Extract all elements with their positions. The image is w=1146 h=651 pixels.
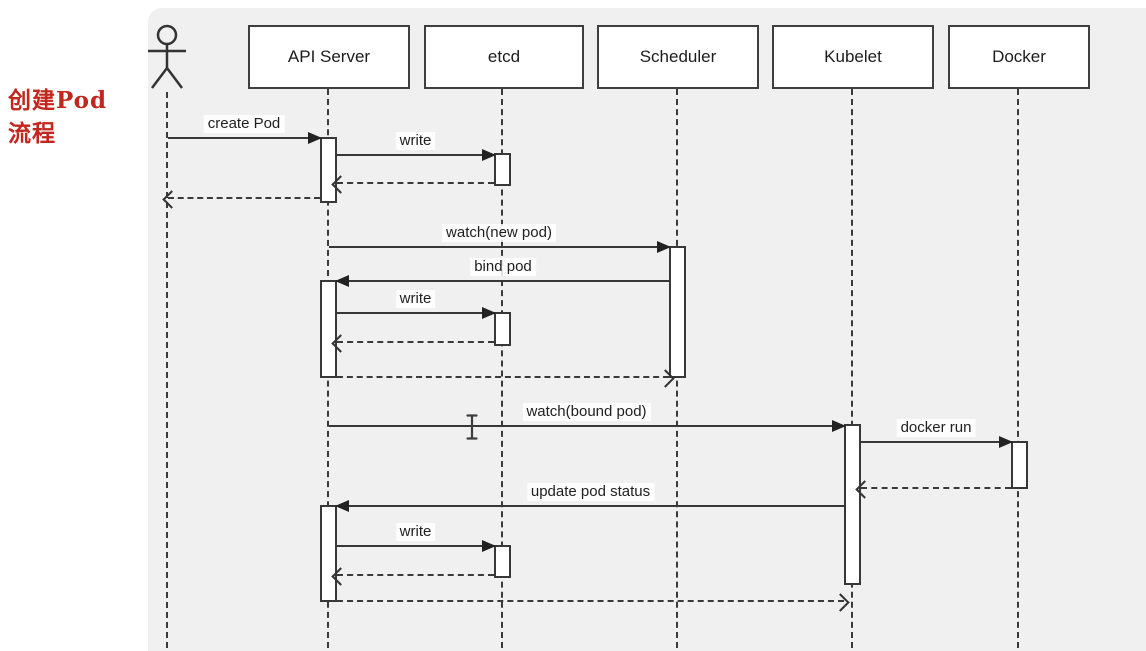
activation-kubelet-1 <box>844 424 861 585</box>
participant-kubelet-label: Kubelet <box>824 47 882 66</box>
message-watch-new-pod-label: watch(new pod) <box>442 224 556 242</box>
activation-api-server-1 <box>320 137 337 203</box>
lifeline-etcd <box>501 89 503 648</box>
message-write-3-line <box>337 545 494 547</box>
participant-etcd-label: etcd <box>487 47 521 66</box>
participant-kubelet: Kubelet <box>772 25 934 89</box>
lifeline-user <box>166 92 168 648</box>
arrowhead-filled-right-icon <box>999 436 1013 448</box>
message-write-2-line <box>337 312 494 314</box>
activation-docker-1 <box>1011 441 1028 489</box>
activation-etcd-2 <box>494 312 511 346</box>
message-bind-pod-label: bind pod <box>470 258 536 276</box>
activation-api-server-3 <box>320 505 337 602</box>
arrowhead-filled-right-icon <box>482 307 496 319</box>
message-create-pod-line <box>168 137 320 139</box>
actor-icon <box>148 24 186 89</box>
message-watch-new-pod-line <box>329 246 669 248</box>
message-watch-bound-pod-line <box>329 425 844 427</box>
participant-docker-label: Docker <box>992 47 1046 66</box>
message-docker-run-line <box>861 441 1011 443</box>
message-update-pod-status-label: update pod status <box>526 483 655 501</box>
participant-etcd: etcd <box>424 25 584 89</box>
message-watch-bound-pod-label: watch(bound pod) <box>522 403 651 421</box>
message-write-3-label: write <box>395 523 436 541</box>
arrowhead-filled-right-icon <box>832 420 846 432</box>
text-ibeam-cursor-icon <box>466 414 478 440</box>
message-write-1-label: write <box>395 132 436 150</box>
diagram-canvas <box>148 8 1146 651</box>
message-write-2-label: write <box>395 290 436 308</box>
diagram-title: 创建Pod 流程 <box>8 84 107 150</box>
participant-api-server: API Server <box>248 25 410 89</box>
message-create-pod-label: create Pod <box>203 115 285 133</box>
activation-scheduler-1 <box>669 246 686 378</box>
message-update-pod-status-line <box>337 505 844 507</box>
message-docker-run-label: docker run <box>896 419 976 437</box>
arrowhead-filled-right-icon <box>657 241 671 253</box>
participant-docker: Docker <box>948 25 1090 89</box>
activation-api-server-2 <box>320 280 337 378</box>
participant-scheduler-label: Scheduler <box>639 47 717 66</box>
diagram-title-line1: 创建Pod <box>8 87 108 114</box>
arrowhead-filled-right-icon <box>308 132 322 144</box>
activation-etcd-3 <box>494 545 511 578</box>
activation-etcd-1 <box>494 153 511 186</box>
diagram-title-line2: 流程 <box>8 120 56 147</box>
message-write-1-line <box>337 154 494 156</box>
participant-scheduler: Scheduler <box>597 25 759 89</box>
arrowhead-filled-left-icon <box>335 500 349 512</box>
arrowhead-filled-right-icon <box>482 540 496 552</box>
lifeline-docker <box>1017 89 1019 648</box>
message-bind-pod-line <box>337 280 669 282</box>
arrowhead-filled-left-icon <box>335 275 349 287</box>
lifeline-kubelet <box>851 89 853 648</box>
arrowhead-filled-right-icon <box>482 149 496 161</box>
participant-api-server-label: API Server <box>287 47 371 66</box>
